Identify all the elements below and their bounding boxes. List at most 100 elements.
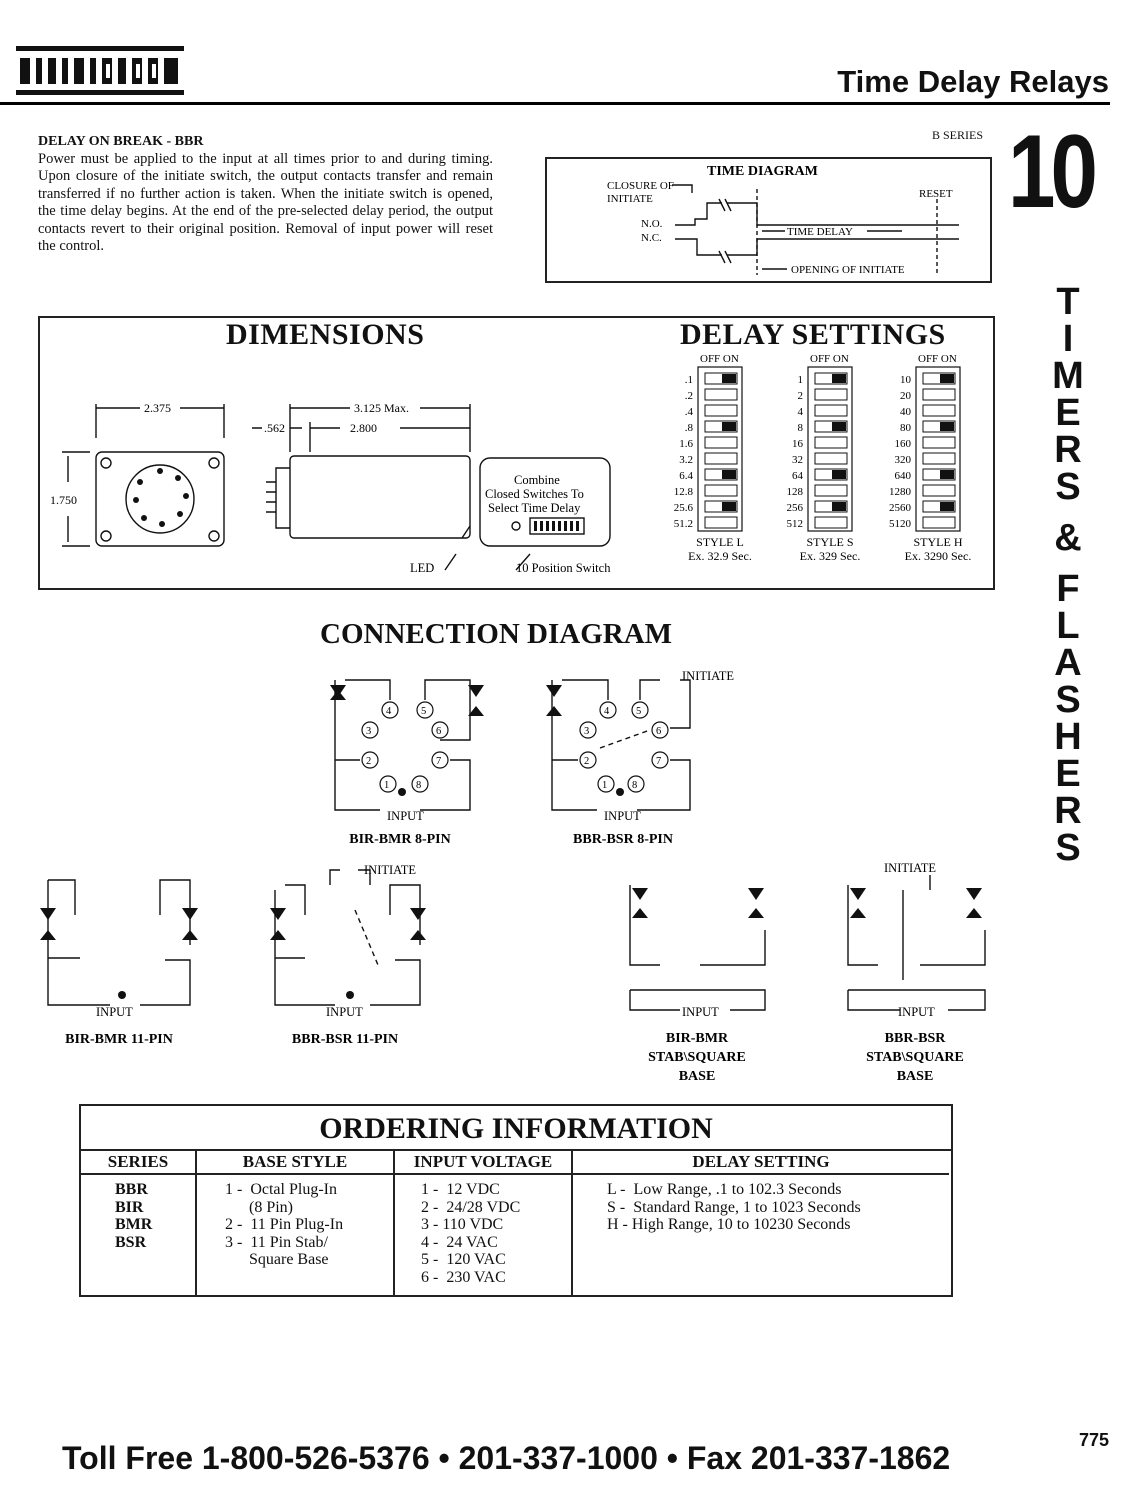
switch-value: .1 [685,374,693,386]
switch-value: 8 [798,422,804,434]
dimension-drawing: 2.375 3.125 Max. .562 2.800 1.750 Combin… [50,401,611,575]
page-title: Time Delay Relays [837,64,1109,99]
time-diagram-title: TIME DIAGRAM [707,164,818,179]
base-style-column: BASE STYLE 1 - Octal Plug-In (8 Pin) 2 -… [197,1149,395,1295]
svg-text:INPUT: INPUT [387,809,424,823]
svg-text:INPUT: INPUT [898,1005,935,1019]
svg-text:6: 6 [656,726,661,737]
svg-text:INITIATE: INITIATE [364,863,416,877]
svg-text:STAB\SQUARE: STAB\SQUARE [648,1050,746,1065]
svg-text:BIR-BMR: BIR-BMR [666,1031,729,1046]
switch-value: 6.4 [679,470,693,482]
header-rule [0,102,1110,105]
switch-slot [704,484,738,497]
svg-text:5: 5 [636,706,641,717]
connection-heading: CONNECTION DIAGRAM [320,618,673,650]
svg-text:2.800: 2.800 [350,421,377,435]
switch-slot [922,404,956,417]
initiate-label: INITIATE [607,193,653,205]
svg-text:2: 2 [366,756,371,767]
svg-text:STAB\SQUARE: STAB\SQUARE [866,1050,964,1065]
switch-value: 32 [792,454,803,466]
company-logo [16,46,184,95]
time-delay-label: TIME DELAY [787,226,853,238]
svg-text:BBR-BSR: BBR-BSR [885,1031,947,1046]
switch-slot [922,516,956,529]
switch-value: 3.2 [679,454,693,466]
dimensions-panel: DIMENSIONS DELAY SETTINGS [38,316,995,590]
switch-slot [814,436,848,449]
switch-slot [704,468,738,481]
delay-setting-column: DELAY SETTING L - Low Range, .1 to 102.3… [573,1149,949,1295]
switch-slot [814,372,848,385]
switch-value: 80 [900,422,912,434]
opening-label: OPENING OF INITIATE [791,264,905,276]
switch-value: 1 [798,374,804,386]
switch-slot [704,420,738,433]
svg-text:7: 7 [436,756,441,767]
svg-text:4: 4 [386,706,392,717]
delay-settings-heading: DELAY SETTINGS [680,318,946,351]
switch-slot [704,436,738,449]
switch-value: 2560 [889,502,912,514]
svg-text:8: 8 [632,780,637,791]
switch-slot [704,372,738,385]
svg-text:BIR-BMR 8-PIN: BIR-BMR 8-PIN [349,832,451,847]
switch-value: 40 [900,406,912,418]
switch-slot [814,516,848,529]
svg-text:1.750: 1.750 [50,493,77,507]
switch-on-marker [722,374,736,383]
nc-label: N.C. [641,232,662,244]
switch-slot [922,468,956,481]
footer-contact: Toll Free 1-800-526-5376 • 201-337-1000 … [62,1440,951,1476]
style-name: STYLE L [696,535,744,549]
section-number: 10 [1008,114,1098,230]
svg-text:INPUT: INPUT [682,1005,719,1019]
switch-value: 512 [787,518,804,530]
switch-value: 5120 [889,518,912,530]
svg-text:INPUT: INPUT [96,1005,133,1019]
switch-value: 4 [798,406,804,418]
svg-text:INPUT: INPUT [604,809,641,823]
svg-text:8: 8 [416,780,421,791]
switch-value: 10 [900,374,912,386]
switch-value: 1280 [889,486,912,498]
style-example: Ex. 3290 Sec. [905,549,972,563]
reset-label: RESET [919,188,953,200]
switch-value: 25.6 [674,502,694,514]
svg-text:INITIATE: INITIATE [682,669,734,683]
switch-bank [915,366,961,532]
svg-text:BIR-BMR 11-PIN: BIR-BMR 11-PIN [65,1032,173,1047]
switch-on-marker [832,374,846,383]
switch-slot [814,500,848,513]
switch-bank [697,366,743,532]
svg-text:.562: .562 [264,421,285,435]
time-diagram: TIME DIAGRAM CLOSURE OF INITIATE RESET N… [545,157,992,283]
switch-slot [922,500,956,513]
switch-value: .8 [685,422,694,434]
closure-label: CLOSURE OF [607,180,674,192]
svg-text:INPUT: INPUT [326,1005,363,1019]
switch-slot [814,468,848,481]
svg-text:BBR-BSR 11-PIN: BBR-BSR 11-PIN [292,1032,398,1047]
switch-on-marker [832,502,846,511]
switch-slot [814,452,848,465]
ordering-title: ORDERING INFORMATION [81,1106,951,1151]
description-heading: DELAY ON BREAK - BBR [38,134,204,149]
svg-text:5: 5 [421,706,426,717]
switch-slot [922,436,956,449]
svg-text:7: 7 [656,756,661,767]
switch-on-marker [832,470,846,479]
svg-text:BASE: BASE [897,1069,934,1084]
description-body: Power must be applied to the input at al… [38,150,493,255]
switch-slot [922,420,956,433]
page-number: 775 [1078,1430,1109,1450]
switch-bank [807,366,853,532]
style-name: STYLE S [806,535,853,549]
svg-text:2.375: 2.375 [144,401,171,415]
switch-value: 16 [792,438,804,450]
